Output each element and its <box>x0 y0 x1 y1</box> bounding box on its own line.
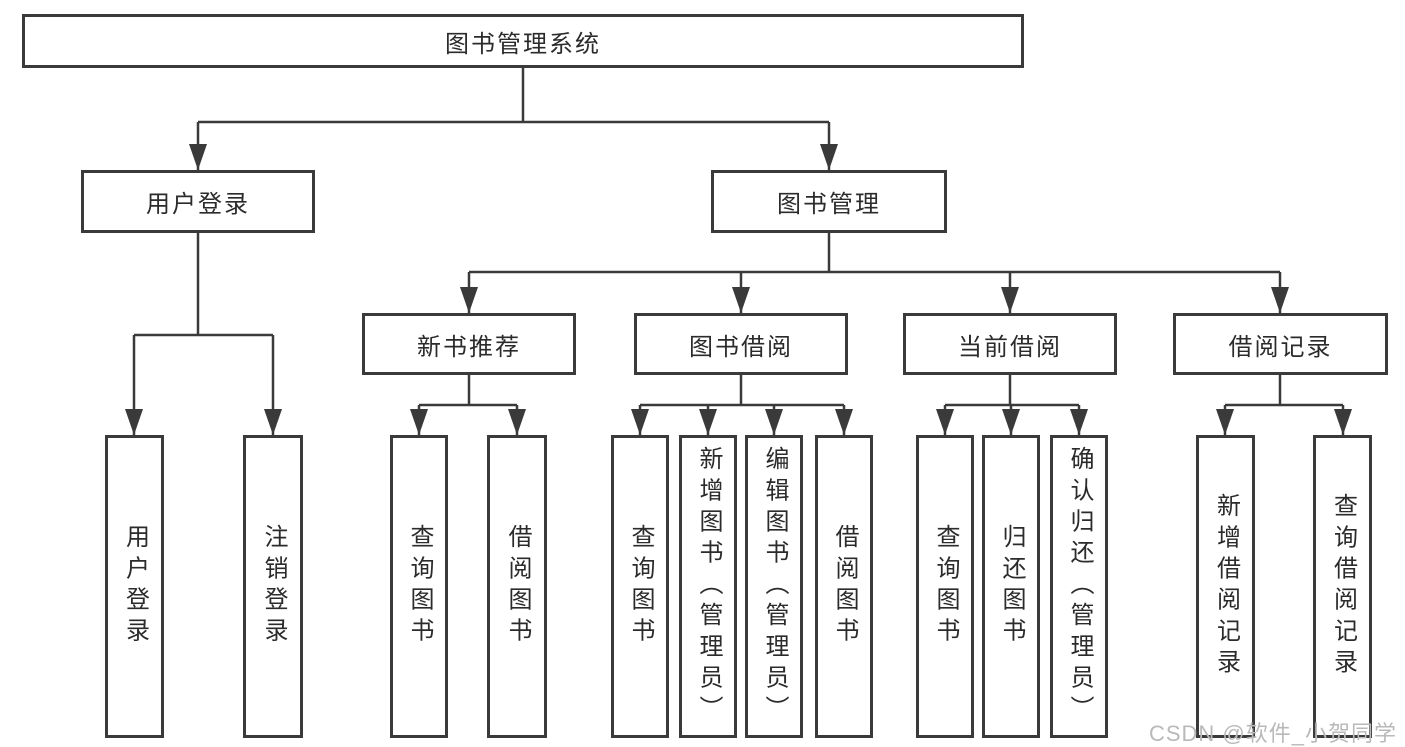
leaf-query-books: 查询图书 <box>390 435 448 738</box>
leaf-return-books: 归还图书 <box>982 435 1040 738</box>
node-label: 归还图书 <box>998 524 1025 649</box>
node-label: 用户登录 <box>121 524 149 649</box>
node-label: 注销登录 <box>260 524 287 649</box>
node-new-book-recommend: 新书推荐 <box>362 313 576 375</box>
node-label: 查询图书 <box>627 524 654 649</box>
node-book-borrow: 图书借阅 <box>634 313 848 375</box>
node-user-login: 用户登录 <box>81 170 315 233</box>
leaf-user-login: 用户登录 <box>105 435 164 738</box>
leaf-query-books-3: 查询图书 <box>916 435 974 738</box>
leaf-query-books-2: 查询图书 <box>611 435 669 738</box>
leaf-borrow-books: 借阅图书 <box>487 435 547 738</box>
node-label: 查询图书 <box>932 524 959 649</box>
node-label: 新增图书（管理员） <box>695 446 722 727</box>
node-label: 当前借阅 <box>958 333 1062 361</box>
node-label: 编辑图书（管理员） <box>761 446 788 727</box>
node-borrow-records: 借阅记录 <box>1173 313 1388 375</box>
leaf-add-books-admin: 新增图书（管理员） <box>679 435 737 738</box>
leaf-edit-books-admin: 编辑图书（管理员） <box>745 435 803 738</box>
node-label: 确认归还（管理员） <box>1066 446 1093 727</box>
node-book-management: 图书管理 <box>711 170 947 233</box>
node-label: 新增借阅记录 <box>1212 492 1240 681</box>
node-current-borrow: 当前借阅 <box>903 313 1117 375</box>
node-label: 用户登录 <box>146 191 250 218</box>
watermark: CSDN @软件_小贺同学 <box>1148 721 1397 746</box>
node-label: 查询图书 <box>406 524 433 649</box>
node-label: 借阅图书 <box>504 524 531 649</box>
leaf-confirm-return-admin: 确认归还（管理员） <box>1050 435 1108 738</box>
node-library-management-system: 图书管理系统 <box>22 14 1024 68</box>
leaf-add-borrow-record: 新增借阅记录 <box>1196 435 1255 738</box>
node-label: 图书管理 <box>777 191 881 218</box>
node-label: 新书推荐 <box>417 333 521 361</box>
node-label: 借阅图书 <box>831 524 858 649</box>
node-label: 查询借阅记录 <box>1329 492 1357 681</box>
leaf-borrow-books-2: 借阅图书 <box>815 435 873 738</box>
node-label: 图书管理系统 <box>445 30 601 58</box>
node-label: 借阅记录 <box>1228 333 1333 361</box>
node-label: 图书借阅 <box>689 333 793 361</box>
leaf-query-borrow-record: 查询借阅记录 <box>1313 435 1372 738</box>
leaf-logout: 注销登录 <box>243 435 303 738</box>
